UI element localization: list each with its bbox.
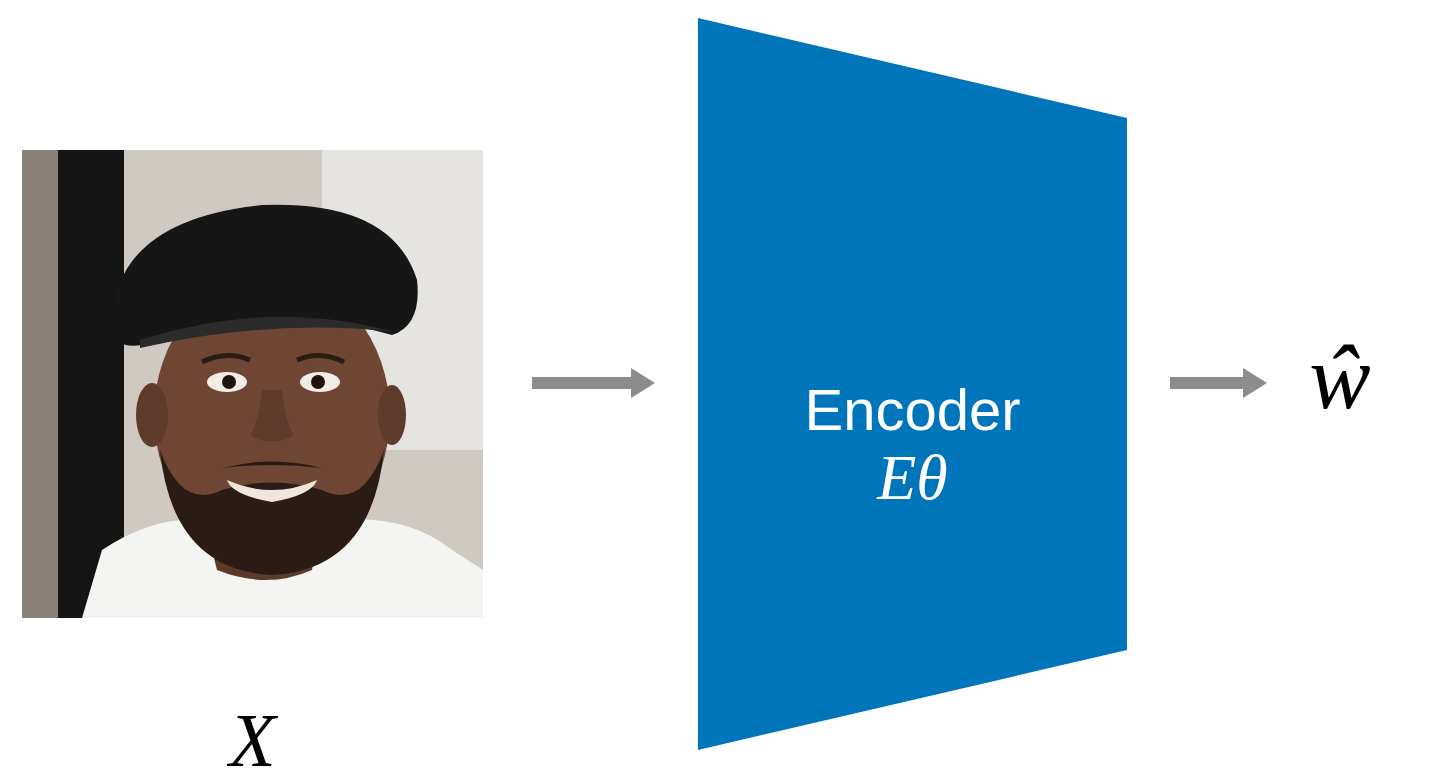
- flow-arrow: [1170, 377, 1243, 389]
- eye: [207, 372, 247, 392]
- variable-label: X: [229, 702, 275, 778]
- trapezoid-shape: [698, 18, 1127, 750]
- pupil: [311, 375, 325, 389]
- ear: [136, 383, 168, 447]
- flow-arrow: [532, 377, 631, 389]
- eye: [300, 372, 340, 392]
- mustache: [222, 462, 322, 469]
- ear: [378, 385, 406, 445]
- encoder-block: EncoderEθ: [698, 18, 1127, 750]
- input-image: X: [22, 150, 483, 778]
- output-latent: ŵ: [1292, 318, 1388, 436]
- eyebrow: [297, 355, 344, 362]
- face-photo: [22, 150, 483, 618]
- beard: [160, 450, 384, 575]
- pupil: [222, 375, 236, 389]
- variable-label: ŵ: [1309, 331, 1370, 423]
- eyebrow: [202, 355, 250, 362]
- smile: [227, 480, 317, 502]
- photo-edge: [22, 150, 58, 618]
- block-symbol: Eθ: [877, 444, 948, 511]
- nose: [250, 390, 294, 442]
- cap-brim: [140, 317, 394, 348]
- block-title: Encoder: [804, 377, 1020, 444]
- photo-background: [22, 150, 483, 618]
